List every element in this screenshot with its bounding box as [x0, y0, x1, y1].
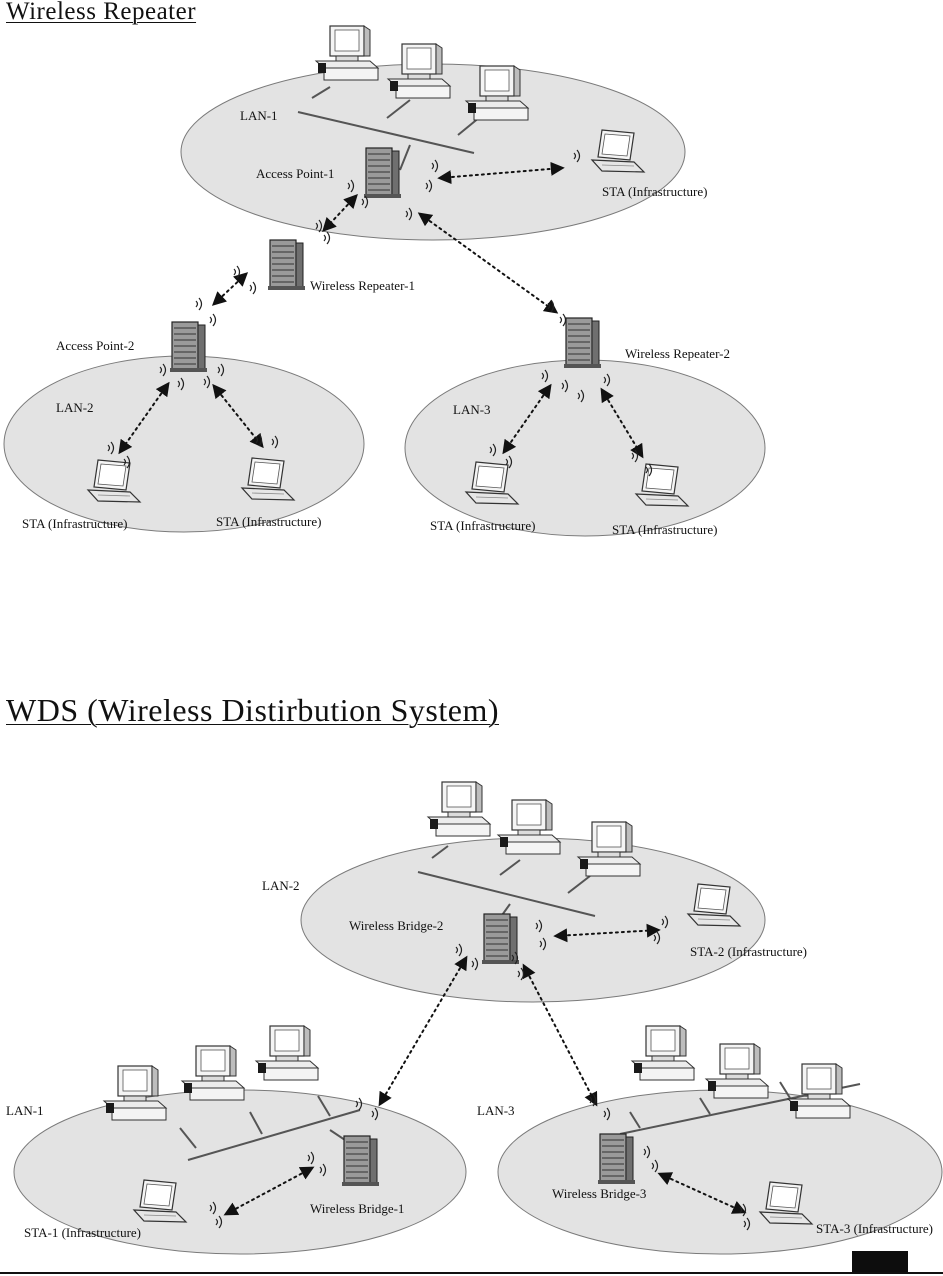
computer-icon — [787, 1063, 851, 1119]
page-number-box — [852, 1251, 908, 1273]
wireless-repeater-1-icon — [267, 239, 306, 291]
computer-icon — [181, 1045, 245, 1101]
wds-diagram: LAN-2 Wireless Bridge-2 STA-2 (Infrastru… — [6, 781, 943, 1255]
label-wireless-repeater-1: Wireless Repeater-1 — [310, 278, 415, 293]
computer-icon — [103, 1065, 167, 1121]
label-lan-3: LAN-3 — [453, 402, 491, 417]
label-sta-3: STA-3 (Infrastructure) — [816, 1221, 933, 1236]
label-wireless-bridge-3: Wireless Bridge-3 — [552, 1186, 646, 1201]
section-title-wds: WDS (Wireless Distirbution System) — [6, 692, 499, 728]
access-point-2-icon — [169, 321, 208, 373]
label-wireless-repeater-2: Wireless Repeater-2 — [625, 346, 730, 361]
lan-2-cloud — [3, 355, 365, 533]
label-wireless-bridge-2: Wireless Bridge-2 — [349, 918, 443, 933]
label-access-point-2: Access Point-2 — [56, 338, 134, 353]
computer-icon — [255, 1025, 319, 1081]
label-wds-lan-1: LAN-1 — [6, 1103, 44, 1118]
label-sta-1: STA-1 (Infrastructure) — [24, 1225, 141, 1240]
label-sta-top: STA (Infrastructure) — [602, 184, 707, 199]
wireless-bridge-3-icon — [597, 1133, 636, 1185]
computer-icon — [427, 781, 491, 837]
label-sta-2: STA-2 (Infrastructure) — [690, 944, 807, 959]
label-wds-lan-2: LAN-2 — [262, 878, 300, 893]
label-sta-lan3-right: STA (Infrastructure) — [612, 522, 717, 537]
access-point-1-icon — [363, 147, 402, 199]
label-wds-lan-3: LAN-3 — [477, 1103, 515, 1118]
computer-icon — [705, 1043, 769, 1099]
computer-icon — [631, 1025, 695, 1081]
label-access-point-1: Access Point-1 — [256, 166, 334, 181]
lan-3-cloud — [404, 359, 766, 537]
label-sta-lan2-right: STA (Infrastructure) — [216, 514, 321, 529]
wireless-repeater-2-icon — [563, 317, 602, 369]
section-title-wireless-repeater: Wireless Repeater — [6, 0, 197, 25]
repeater-diagram: LAN-1 Access Point-1 STA (Infrastructure… — [3, 25, 766, 537]
label-wireless-bridge-1: Wireless Bridge-1 — [310, 1201, 404, 1216]
label-sta-lan3-left: STA (Infrastructure) — [430, 518, 535, 533]
label-lan-2: LAN-2 — [56, 400, 94, 415]
wireless-bridge-1-icon — [341, 1135, 380, 1187]
label-sta-lan2-left: STA (Infrastructure) — [22, 516, 127, 531]
label-lan-1: LAN-1 — [240, 108, 278, 123]
computer-icon — [497, 799, 561, 855]
computer-icon — [315, 25, 379, 81]
footer-divider — [0, 1272, 943, 1274]
